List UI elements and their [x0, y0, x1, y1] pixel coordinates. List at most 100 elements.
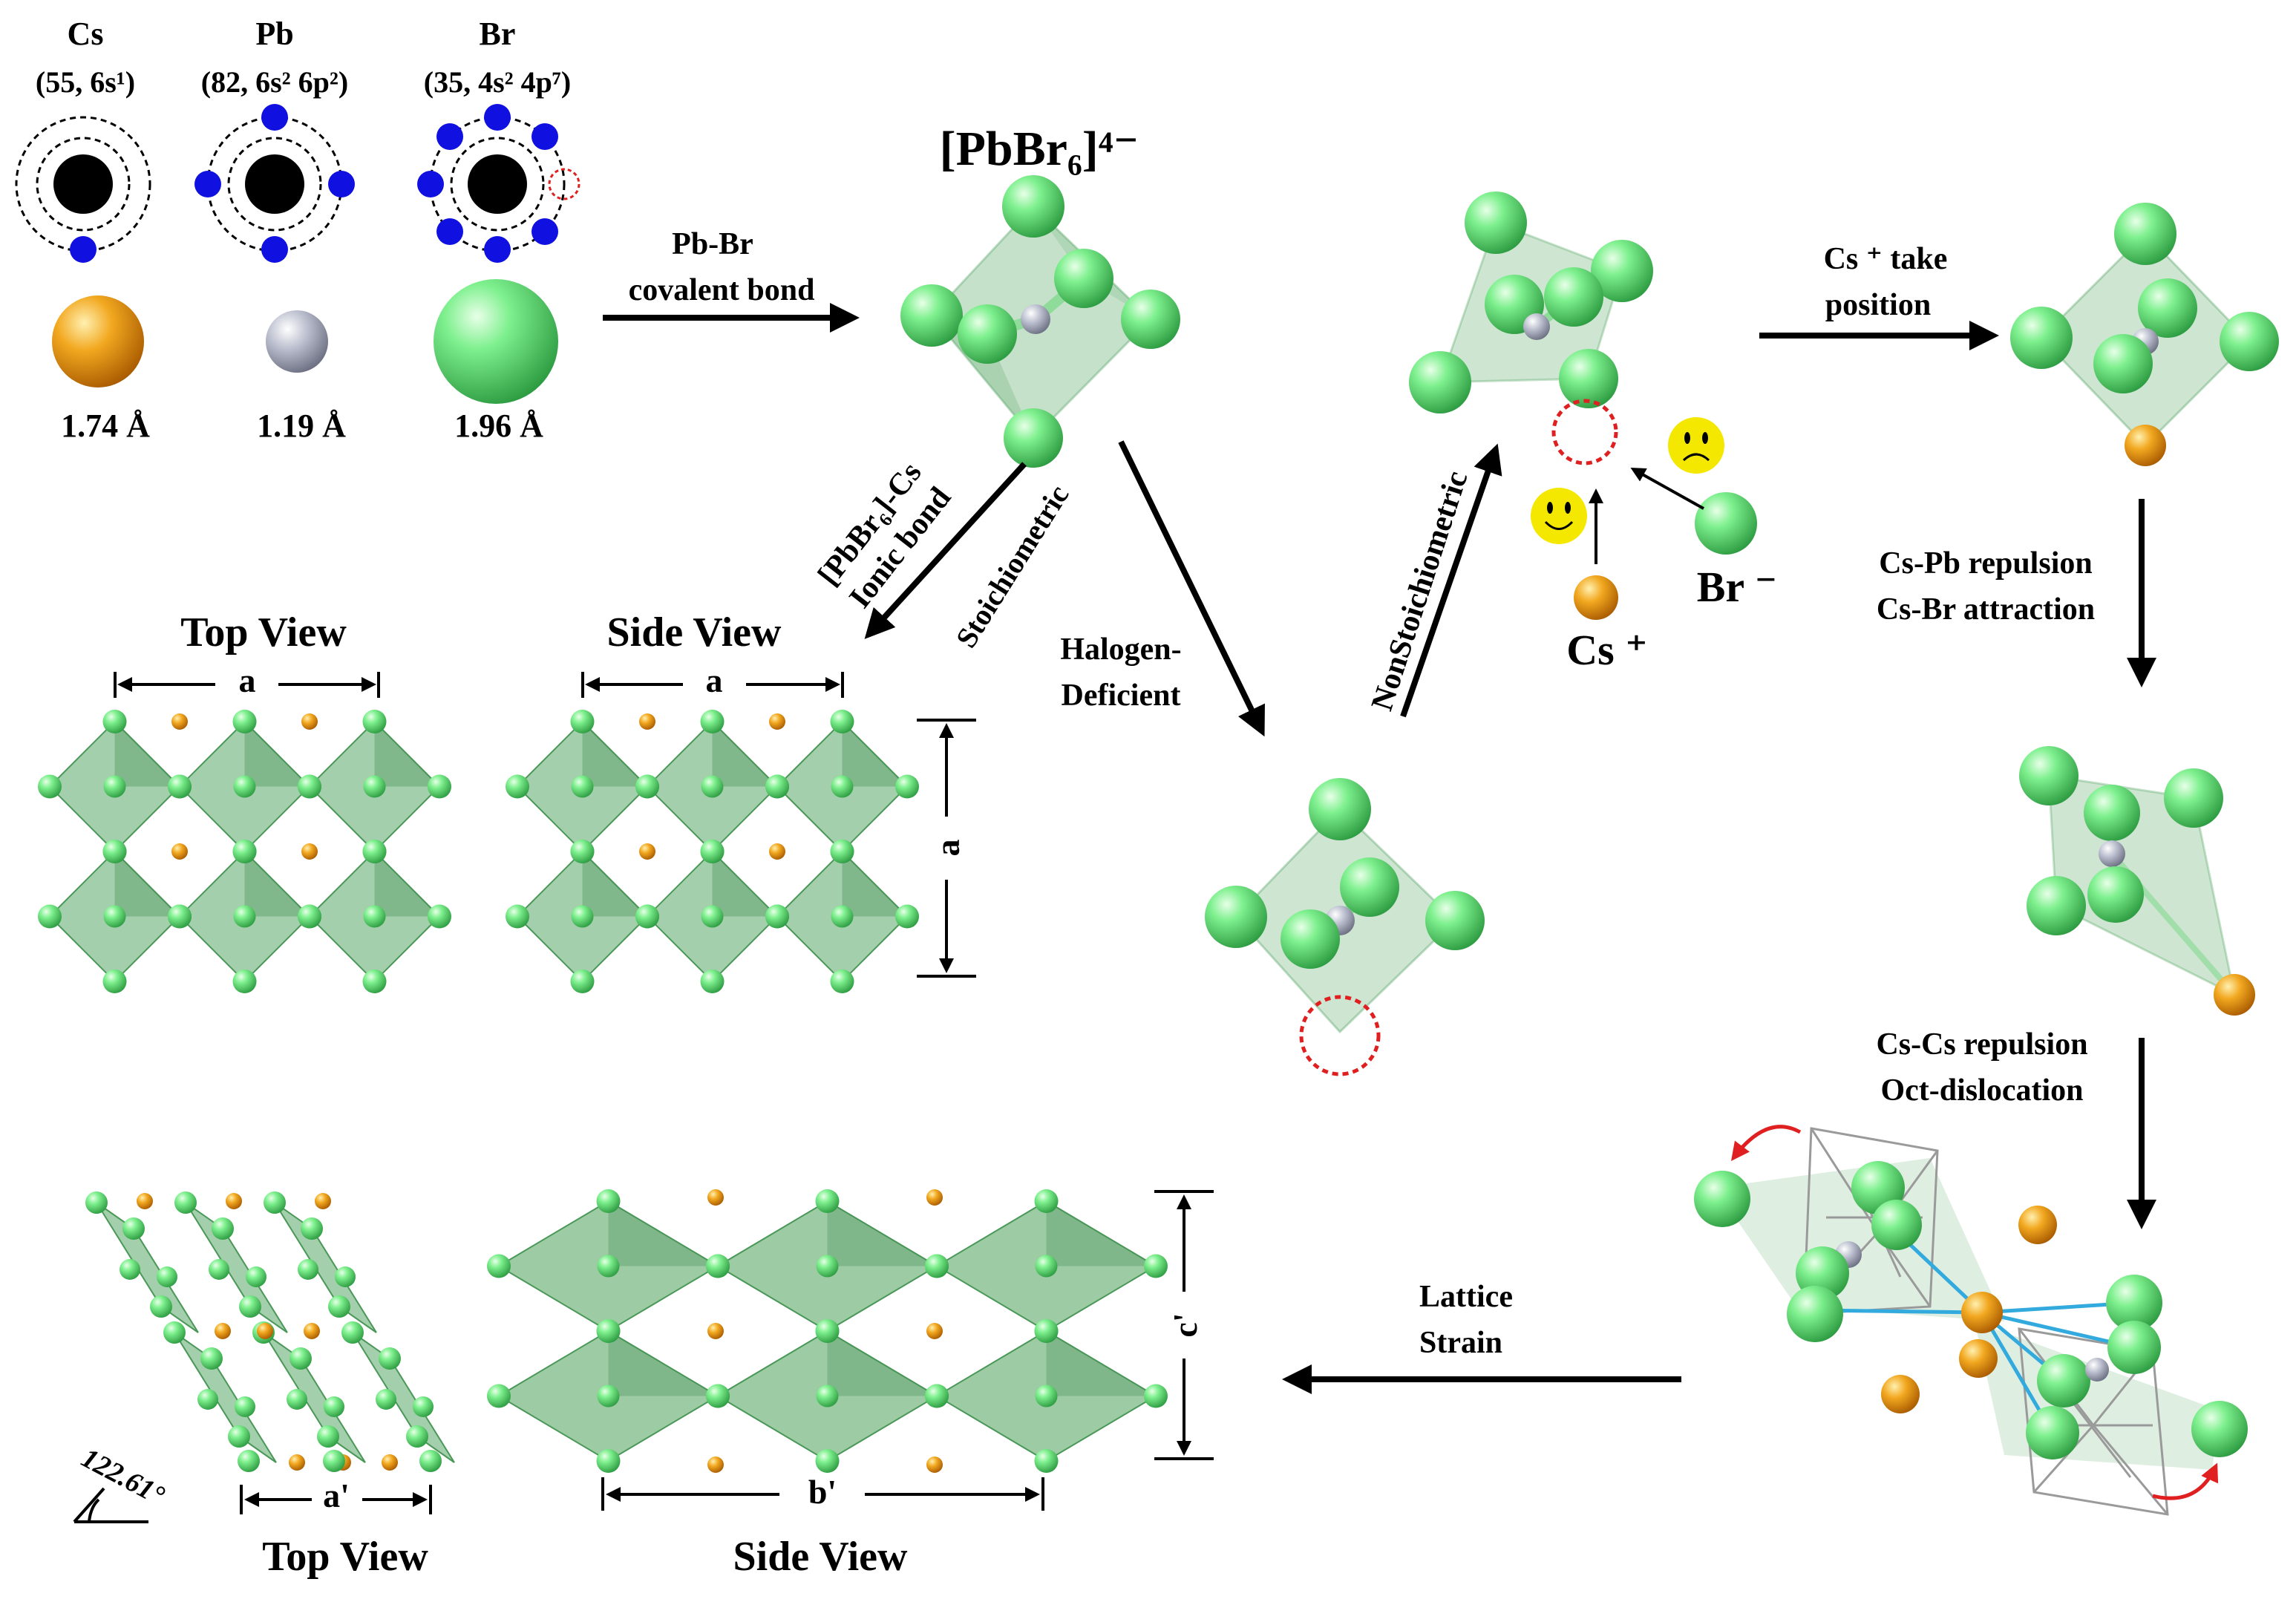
cs-atom [257, 1323, 273, 1339]
pb-shell-diagram [194, 104, 355, 263]
cs-shell-diagram [15, 116, 151, 263]
br-atom [157, 1266, 177, 1287]
br-atom [376, 1389, 396, 1410]
br-atom [238, 1450, 260, 1472]
br-atom [700, 840, 725, 863]
br-atom [816, 1384, 839, 1408]
cs-atom [301, 843, 318, 860]
br-atom [103, 775, 126, 798]
br-atom [571, 905, 594, 928]
br-atom [830, 970, 854, 993]
br-atom [287, 1389, 307, 1410]
oct-dislocation-cluster [1694, 1125, 2248, 1516]
br-atom [830, 710, 854, 733]
octahedron-title: [PbBr₆]⁴⁻ [940, 122, 1139, 176]
br-atom [419, 1450, 442, 1472]
br-atom [298, 904, 321, 929]
distorted-octahedron [2019, 746, 2255, 1016]
br-atom [428, 774, 451, 799]
label-br-ion: Br ⁻ [1697, 563, 1778, 611]
electron [70, 236, 97, 263]
strained-side-view: b' Side View c' [487, 1189, 1214, 1580]
label-a-vertical: a [929, 840, 967, 857]
br-atom [379, 1347, 401, 1370]
label-a-prime: a' [323, 1477, 350, 1514]
cs-symbol: Cs [68, 16, 104, 52]
pb-symbol: Pb [255, 16, 293, 52]
octahedron-face [185, 1202, 288, 1333]
cs-atom [769, 713, 785, 730]
br-atom [209, 1259, 229, 1280]
br-atom [200, 1347, 223, 1370]
atom-info-panel: Cs (55, 6s¹) Pb (82, 6s² 6p²) Br (35, 4s… [15, 16, 580, 444]
br-atom [264, 1191, 286, 1214]
cs-ion-sphere [1574, 575, 1618, 620]
cs-atom [304, 1323, 320, 1339]
br-atom [362, 710, 387, 733]
ionic-bond-step: [PbBr₆]-Cs Ionic bond Stoichiometric [811, 456, 1075, 653]
sheared-octahedra [85, 1191, 455, 1472]
br-atom [570, 970, 595, 993]
cs-pb-repulsion-step: Cs-Pb repulsion Cs-Br attraction [1877, 499, 2156, 687]
label-pbbr: Pb-Br [672, 227, 753, 261]
rotation-arrow-bottom [2152, 1462, 2219, 1500]
covalent-bond-step: Pb-Br covalent bond [603, 227, 860, 333]
br-atom [239, 1295, 261, 1318]
br-atom [1144, 1384, 1168, 1408]
br-atom [571, 775, 594, 798]
br-atom [895, 904, 919, 929]
cs-info: (55, 6s¹) [36, 65, 135, 99]
br-atom [363, 775, 386, 798]
octahedra-grid [506, 710, 919, 993]
cs-atom [301, 713, 318, 730]
br-atom [335, 1266, 356, 1287]
br-radius: 1.96 Å [454, 408, 543, 444]
sad-face-icon [1668, 417, 1724, 474]
br-atom [150, 1295, 172, 1318]
br-atom [168, 774, 192, 799]
br-atom [765, 774, 789, 799]
stoich-top-view: Top View a [38, 609, 451, 993]
br-atom [830, 840, 854, 863]
br-atom [38, 774, 62, 799]
br-atom [301, 1217, 323, 1240]
br-atom [706, 1254, 730, 1278]
br-atom [706, 1384, 730, 1408]
br-atom [290, 1347, 312, 1370]
label-covalent-bond: covalent bond [629, 273, 815, 307]
cs-take-position-step: Cs ⁺ take position [1759, 242, 1999, 350]
br-atom [317, 1425, 339, 1448]
br-atom [1034, 1189, 1059, 1213]
br-atom [506, 904, 529, 929]
angle-symbol [73, 1487, 148, 1523]
br-atom [197, 1389, 218, 1410]
br-shell-diagram [417, 104, 580, 263]
br-atom [232, 710, 257, 733]
br-atom [120, 1259, 140, 1280]
pb-info: (82, 6s² 6p²) [201, 65, 348, 99]
br-atom [701, 775, 724, 798]
halogen-deficient-step: Halogen- Deficient [1060, 440, 1265, 737]
cs-atom [226, 1193, 242, 1209]
br-atom [232, 970, 257, 993]
br-atom [1035, 1384, 1058, 1408]
label-halogen-1: Halogen- [1060, 632, 1181, 667]
br-atom [324, 1396, 344, 1417]
cs-atom [171, 843, 188, 860]
label-side-view: Side View [607, 609, 782, 655]
cs-atom [289, 1454, 305, 1471]
label-b-prime: b' [808, 1473, 837, 1511]
label-strain-1: Lattice [1419, 1280, 1513, 1314]
br-atom [413, 1396, 434, 1417]
br-atom [228, 1425, 250, 1448]
label-top-view-strained: Top View [262, 1534, 428, 1580]
br-atom [815, 1319, 840, 1343]
vacancy-octahedron: Cs ⁺ Br ⁻ [1409, 192, 1777, 674]
br-atom [596, 1319, 621, 1343]
vacancy-circle [1299, 995, 1381, 1076]
br-atom [406, 1425, 428, 1448]
br-atom-sphere [434, 279, 558, 404]
br-atom [895, 774, 919, 799]
rotation-arrow-top [1730, 1125, 1802, 1161]
br-atom [596, 1449, 621, 1473]
